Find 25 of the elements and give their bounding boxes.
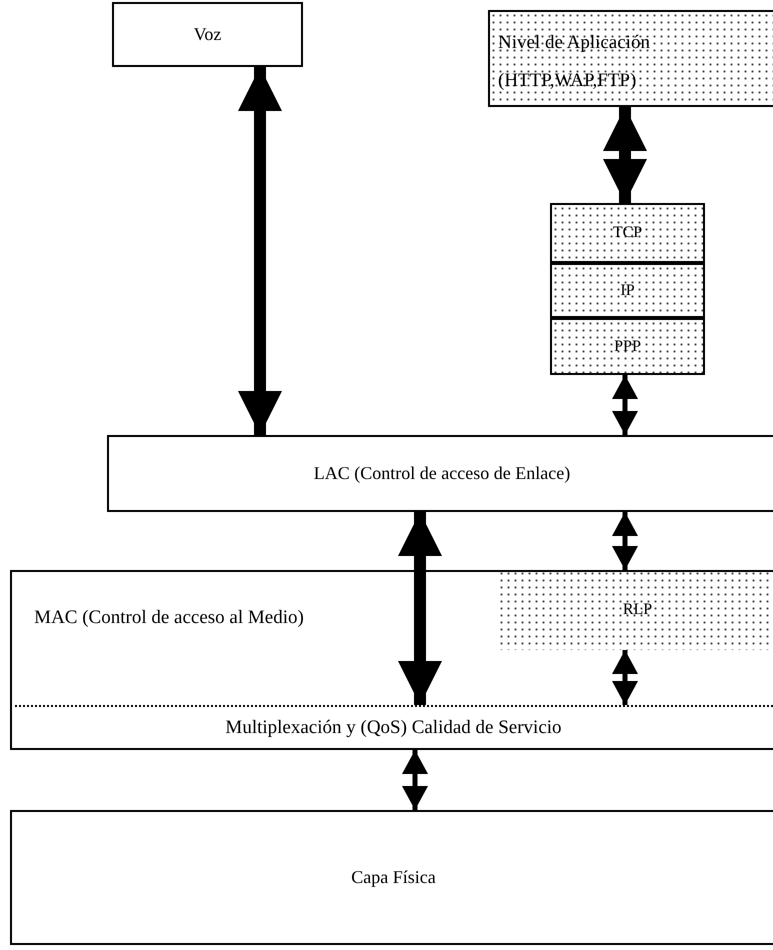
double-arrow bbox=[612, 375, 638, 435]
protocol-cell bbox=[550, 263, 705, 318]
layer-label: Capa Física bbox=[351, 866, 436, 889]
layer-box bbox=[10, 810, 773, 945]
layer-label: Nivel de Aplicación (HTTP,WAP,FTP) bbox=[498, 31, 651, 93]
layer-label: Multiplexación y (QoS) Calidad de Servicio bbox=[225, 716, 562, 740]
double-arrow bbox=[612, 650, 638, 705]
layer-label: LAC (Control de acceso de Enlace) bbox=[314, 462, 570, 485]
double-arrow bbox=[612, 512, 638, 570]
protocol-cell bbox=[550, 203, 705, 263]
double-arrow bbox=[603, 107, 647, 203]
double-arrow bbox=[398, 512, 442, 705]
layer-box bbox=[107, 435, 773, 512]
layer-box bbox=[10, 570, 773, 750]
layer-label: RLP bbox=[622, 600, 652, 620]
protocol-cell bbox=[550, 318, 705, 375]
layer-label: Voz bbox=[194, 23, 222, 46]
double-arrow bbox=[238, 67, 282, 435]
layer-box bbox=[112, 2, 303, 67]
layer-label: IP bbox=[620, 280, 635, 300]
layer-label: MAC (Control de acceso al Medio) bbox=[33, 606, 305, 630]
layer-label: PPP bbox=[614, 336, 641, 356]
layer-box bbox=[488, 10, 773, 107]
double-arrow bbox=[402, 750, 428, 810]
layer-label: TCP bbox=[612, 223, 642, 243]
